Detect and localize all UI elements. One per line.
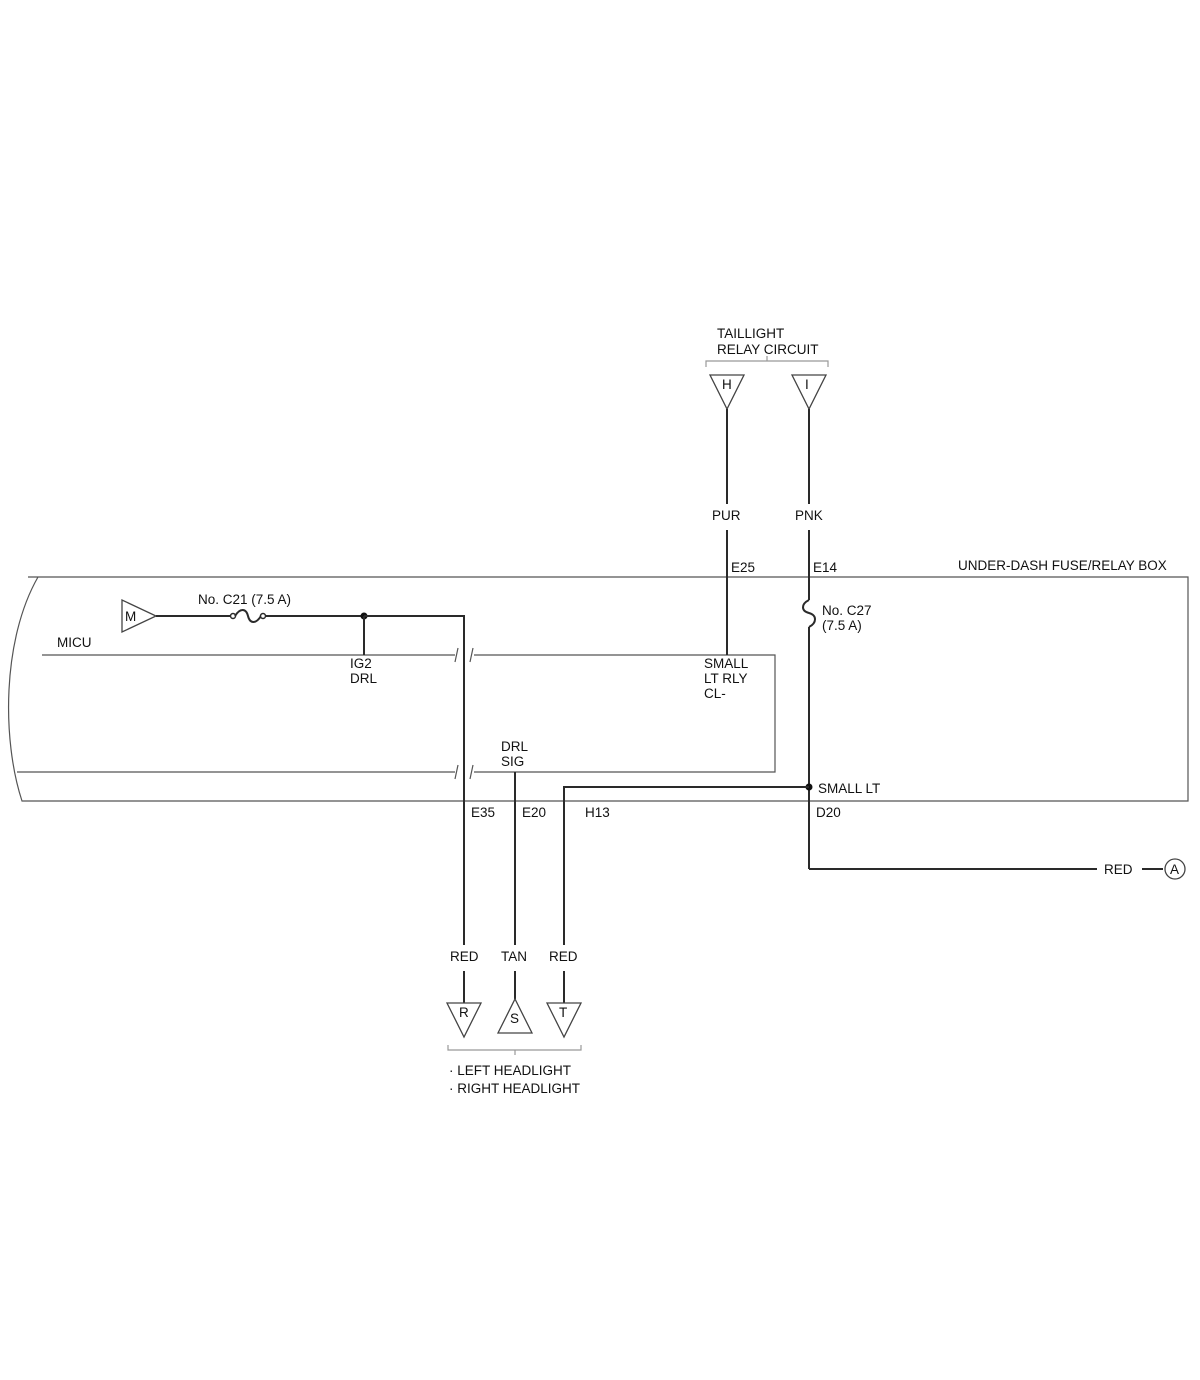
wire-color-red-t: RED bbox=[549, 949, 578, 964]
wire-color-red-r: RED bbox=[450, 949, 479, 964]
wire-color-red-a: RED bbox=[1104, 862, 1133, 877]
micu-band bbox=[17, 654, 776, 773]
signal-small: SMALL bbox=[704, 656, 749, 671]
fuse-c27-symbol bbox=[802, 599, 816, 628]
signal-lt-rly: LT RLY bbox=[704, 671, 748, 686]
fuse-c21-label: No. C21 (7.5 A) bbox=[198, 592, 291, 607]
terminal-d20: D20 bbox=[816, 805, 841, 820]
signal-small-lt: SMALL LT bbox=[818, 781, 880, 796]
signal-cl: CL- bbox=[704, 686, 726, 701]
wire-color-pur: PUR bbox=[712, 508, 741, 523]
left-headlight-label: · LEFT HEADLIGHT bbox=[449, 1063, 571, 1078]
wire-color-pnk: PNK bbox=[795, 508, 823, 523]
connector-m bbox=[121, 598, 158, 634]
headlight-brace bbox=[447, 1045, 582, 1055]
connector-r-label: R bbox=[459, 1005, 469, 1020]
connector-t bbox=[545, 1002, 583, 1039]
h13-wire bbox=[563, 786, 809, 945]
fuse-c27-label-2: (7.5 A) bbox=[822, 618, 862, 633]
connector-s-label: S bbox=[510, 1011, 519, 1026]
e35-wire bbox=[364, 615, 465, 945]
connector-m-label: M bbox=[125, 609, 136, 624]
signal-drl: DRL bbox=[350, 671, 377, 686]
connector-t-label: T bbox=[559, 1005, 567, 1020]
micu-label: MICU bbox=[57, 635, 92, 650]
taillight-brace bbox=[705, 356, 829, 367]
connector-a-label: A bbox=[1170, 862, 1179, 877]
taillight-title-1: TAILLIGHT bbox=[717, 326, 784, 341]
signal-drl-sig-1: DRL bbox=[501, 739, 528, 754]
fuse-c21-symbol bbox=[234, 609, 262, 623]
terminal-e25: E25 bbox=[731, 560, 755, 575]
connector-s bbox=[496, 997, 534, 1034]
connector-h bbox=[708, 374, 746, 411]
connector-r bbox=[445, 1002, 483, 1039]
wire-color-tan: TAN bbox=[501, 949, 527, 964]
signal-drl-sig-2: SIG bbox=[501, 754, 524, 769]
box-label: UNDER-DASH FUSE/RELAY BOX bbox=[958, 558, 1167, 573]
terminal-h13: H13 bbox=[585, 805, 610, 820]
right-headlight-label: · RIGHT HEADLIGHT bbox=[449, 1081, 580, 1096]
micu-break-marks bbox=[454, 647, 474, 780]
taillight-title-2: RELAY CIRCUIT bbox=[717, 342, 819, 357]
fuse-c27-label-1: No. C27 bbox=[822, 603, 872, 618]
terminal-e20: E20 bbox=[522, 805, 546, 820]
signal-ig2: IG2 bbox=[350, 656, 372, 671]
connector-i bbox=[790, 374, 828, 411]
terminal-e35: E35 bbox=[471, 805, 495, 820]
fuse-c21-left-terminal bbox=[229, 612, 237, 620]
connector-h-label: H bbox=[722, 377, 732, 392]
connector-i-label: I bbox=[805, 377, 809, 392]
fuse-relay-box-outline bbox=[7, 576, 1189, 802]
connector-a bbox=[1164, 858, 1186, 880]
terminal-e14: E14 bbox=[813, 560, 838, 575]
fuse-c21-right-terminal bbox=[259, 612, 267, 620]
